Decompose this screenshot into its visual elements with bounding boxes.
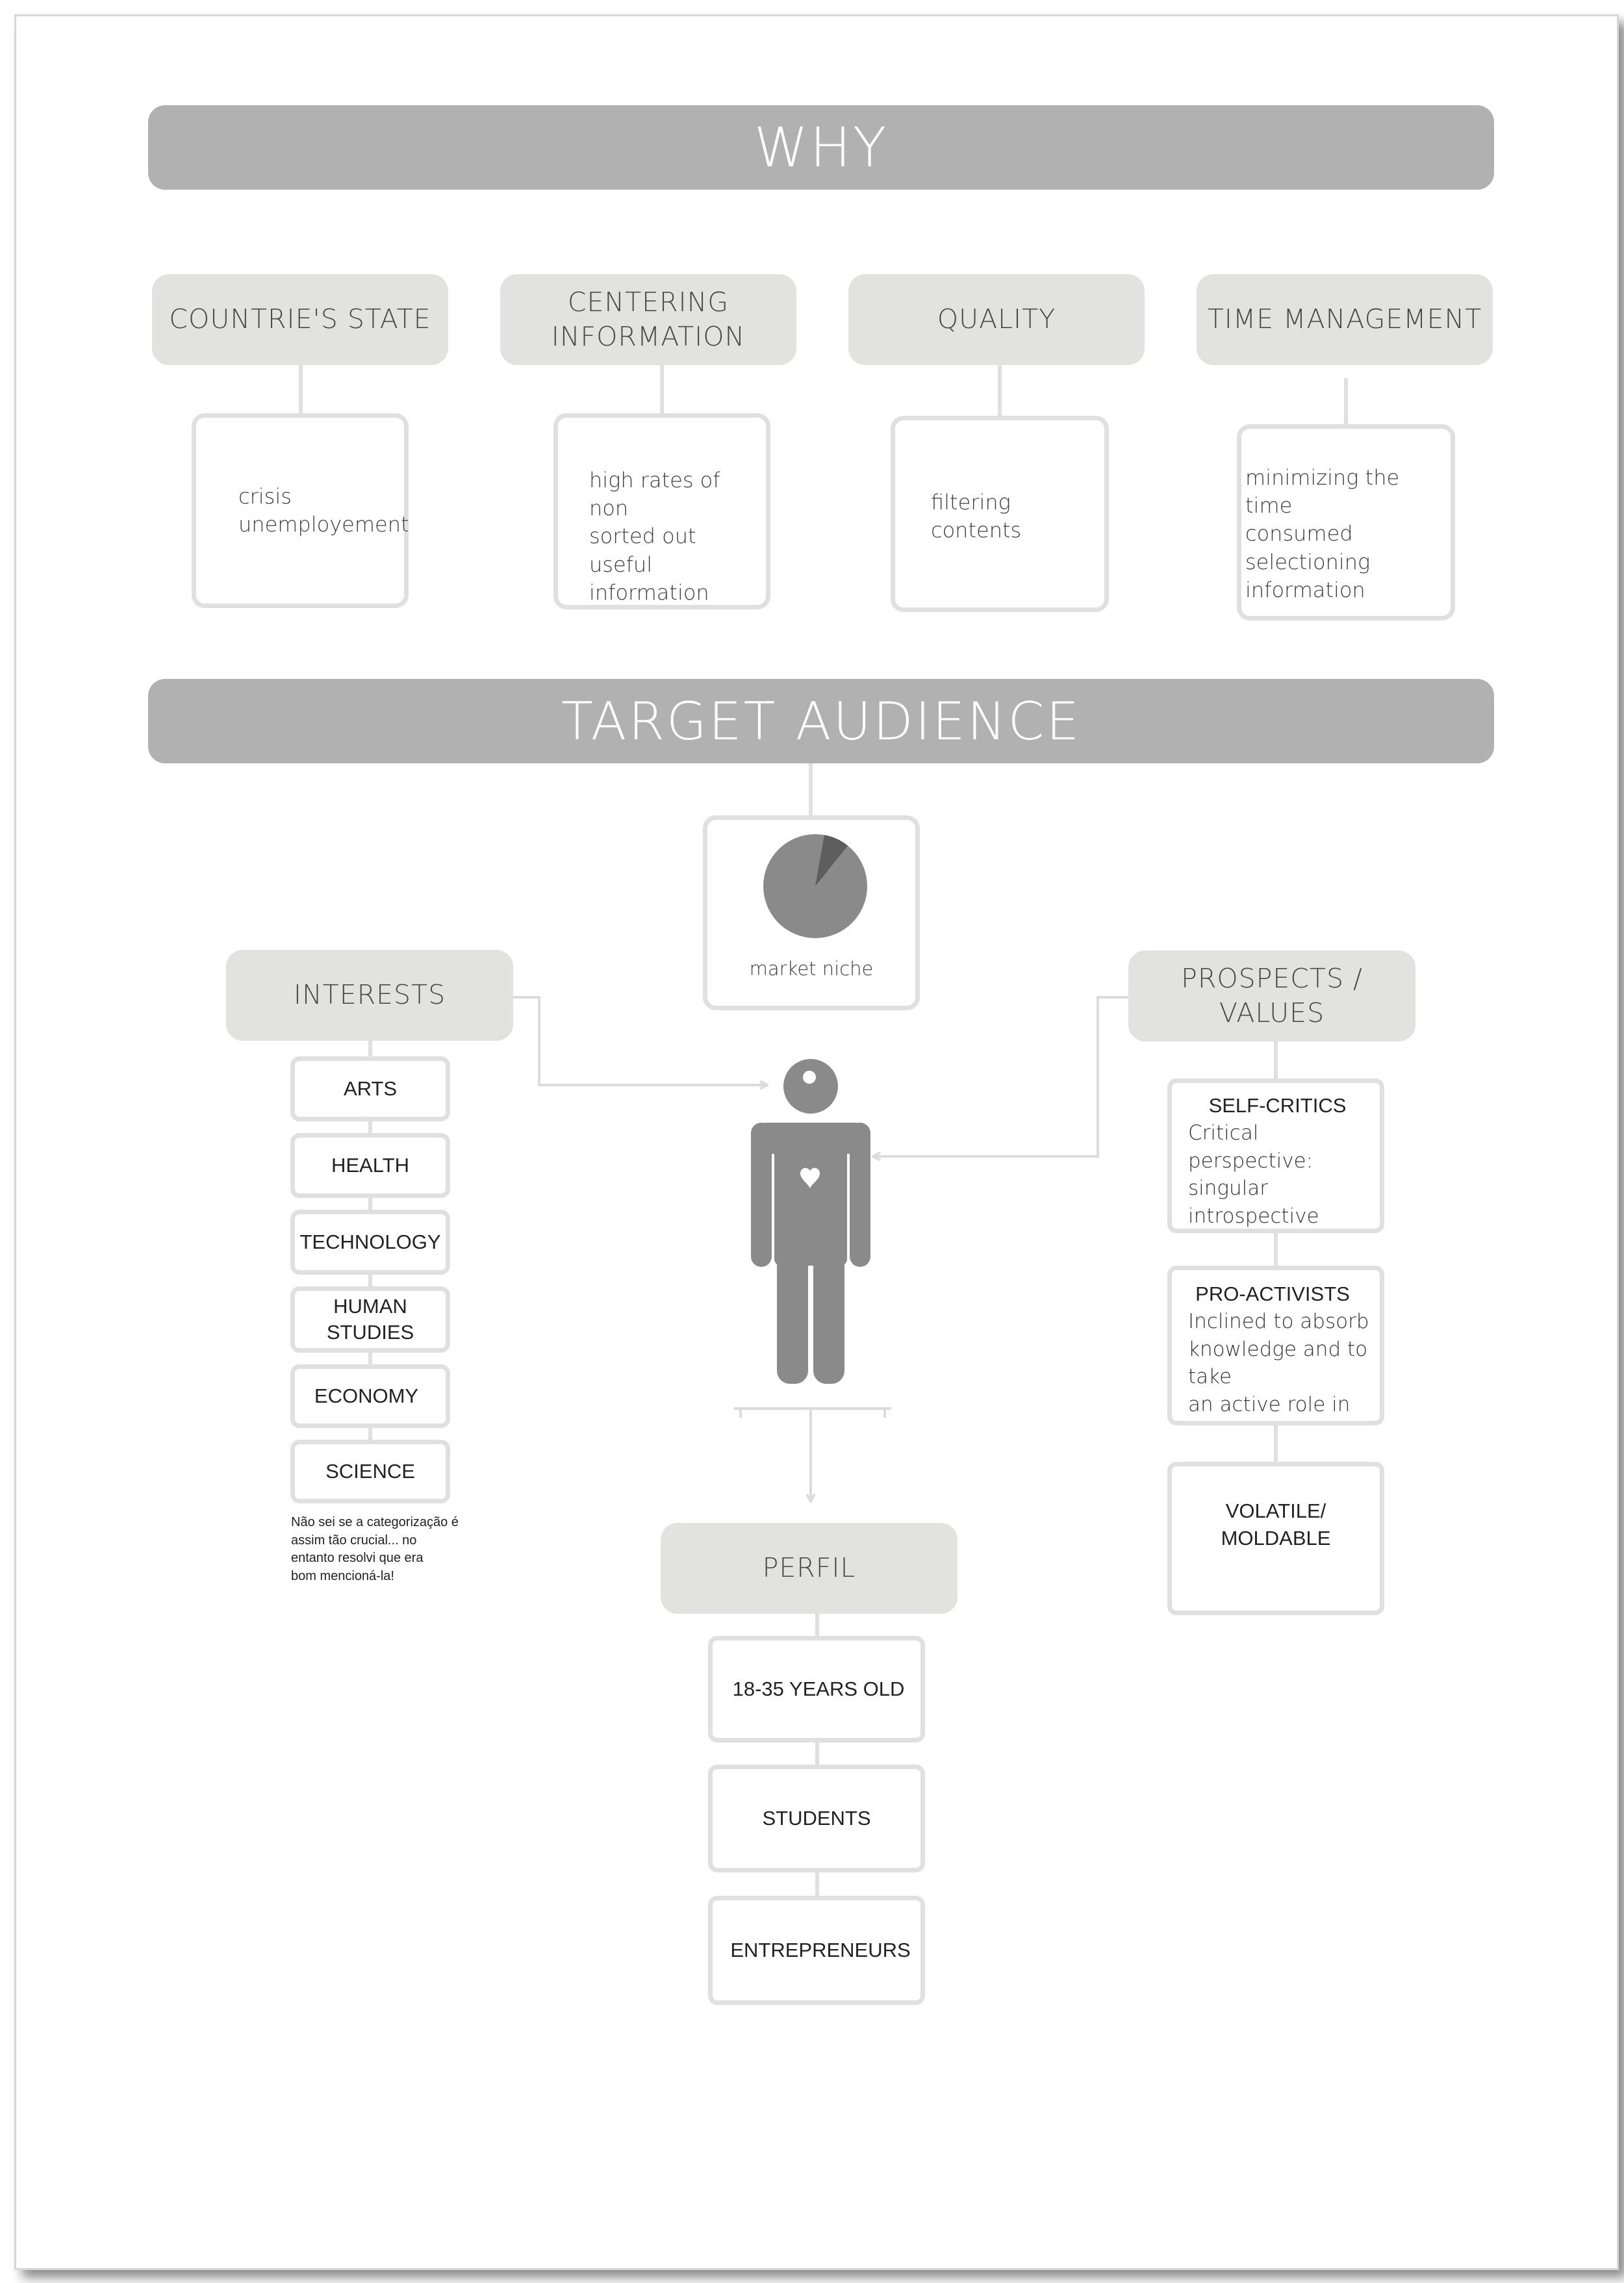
person-torso — [774, 1123, 847, 1266]
interest-item-human-studies: HUMAN STUDIES — [290, 1286, 450, 1353]
category-countries-state: COUNTRIE'S STATE — [152, 274, 448, 365]
profile-item-students: STUDENTS — [708, 1765, 925, 1872]
interests-header: INTERESTS — [226, 950, 513, 1041]
value-box-pro-activists: PRO-ACTIVISTS Inclined to absorb knowled… — [1167, 1266, 1384, 1425]
value-title: VOLATILE/ MOLDABLE — [1221, 1499, 1331, 1550]
detail-text: filtering contents — [931, 490, 1022, 543]
prospects-values-title: PROSPECTS / VALUES — [1181, 962, 1363, 1028]
category-time-management: TIME MANAGEMENT — [1197, 274, 1493, 365]
interests-note: Não sei se a categorização é assim tão c… — [291, 1514, 499, 1585]
category-quality: QUALITY — [848, 274, 1145, 365]
value-box-self-critics: SELF-CRITICS Critical perspective: singu… — [1167, 1078, 1384, 1233]
detail-text: minimizing the time consumed selectionin… — [1245, 465, 1400, 602]
value-title: SELF-CRITICS — [1208, 1094, 1347, 1117]
detail-box-time-management: minimizing the time consumed selectionin… — [1237, 424, 1455, 620]
perfil-header: PERFIL — [661, 1523, 958, 1614]
market-niche-pie-chart — [763, 834, 867, 938]
detail-text: high rates of non sorted out useful info… — [589, 468, 720, 605]
interest-item-health: HEALTH — [290, 1133, 450, 1198]
person-left-arm — [751, 1123, 772, 1267]
interest-label: ARTS — [343, 1077, 398, 1100]
value-box-volatile-moldable: VOLATILE/ MOLDABLE — [1167, 1462, 1384, 1615]
why-title: WHY — [754, 116, 889, 179]
value-title: PRO-ACTIVISTS — [1195, 1282, 1350, 1305]
market-niche-box: market niche — [703, 815, 920, 1010]
detail-box-centering-information: high rates of non sorted out useful info… — [553, 413, 770, 609]
detail-text: crisis unemployement — [238, 484, 409, 537]
category-centering-information: CENTERING INFORMATION — [500, 274, 796, 365]
interest-item-technology: TECHNOLOGY — [290, 1210, 450, 1275]
heart-icon — [800, 1167, 820, 1189]
person-head — [783, 1059, 838, 1114]
target-audience-title: TARGET AUDIENCE — [561, 691, 1082, 752]
why-banner: WHY — [148, 105, 1494, 190]
interest-item-arts: ARTS — [290, 1056, 450, 1121]
perfil-title: PERFIL — [762, 1552, 856, 1584]
person-right-leg — [813, 1233, 844, 1384]
interest-label: HUMAN STUDIES — [326, 1294, 414, 1344]
profile-label: 18-35 YEARS OLD — [732, 1677, 905, 1700]
detail-box-quality: filtering contents — [891, 416, 1109, 612]
person-right-arm — [850, 1123, 870, 1267]
interest-label: TECHNOLOGY — [299, 1230, 441, 1253]
profile-item-age: 18-35 YEARS OLD — [708, 1636, 925, 1742]
interest-label: HEALTH — [331, 1153, 409, 1177]
profile-item-entrepreneurs: ENTREPRENEURS — [708, 1896, 925, 2005]
category-title: TIME MANAGEMENT — [1207, 303, 1482, 335]
prospects-values-header: PROSPECTS / VALUES — [1128, 950, 1415, 1041]
interest-item-science: SCIENCE — [290, 1440, 450, 1503]
interests-title: INTERESTS — [293, 979, 446, 1011]
interest-item-economy: ECONOMY — [290, 1364, 450, 1428]
person-left-leg — [777, 1233, 808, 1384]
category-title: COUNTRIE'S STATE — [169, 303, 431, 335]
person-figure — [751, 1059, 870, 1384]
category-title: CENTERING INFORMATION — [551, 286, 746, 352]
profile-label: STUDENTS — [762, 1806, 871, 1830]
interest-label: ECONOMY — [314, 1384, 419, 1407]
value-text: Critical perspective: singular introspec… — [1188, 1121, 1319, 1229]
note-text: Não sei se a categorização é assim tão c… — [291, 1515, 459, 1583]
value-text: Inclined to absorb knowledge and to take… — [1188, 1309, 1376, 1421]
person-eye-dot — [803, 1071, 816, 1084]
detail-box-countries-state: crisis unemployement — [192, 413, 409, 608]
profile-label: ENTREPRENEURS — [730, 1938, 911, 1961]
target-audience-banner: TARGET AUDIENCE — [148, 679, 1494, 763]
interest-label: SCIENCE — [325, 1459, 415, 1483]
category-title: QUALITY — [937, 303, 1056, 335]
market-niche-label: market niche — [749, 958, 874, 980]
pie-slice — [815, 835, 848, 886]
